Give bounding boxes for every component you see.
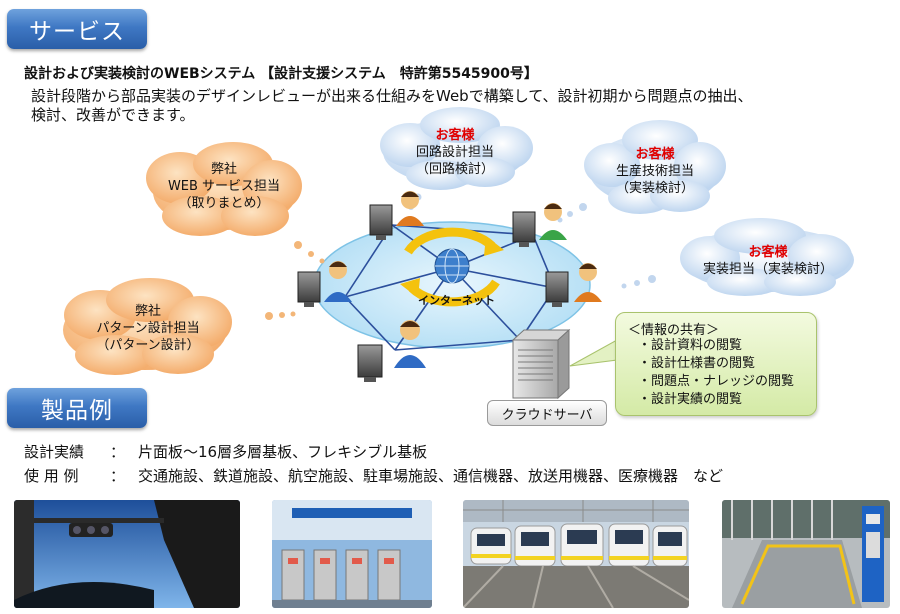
info-share-box: ＜情報の共有＞ 設計資料の閲覧 設計仕様書の閲覧 問題点・ナレッジの閲覧 設計実… — [615, 312, 817, 416]
record-value: 片面板～16層多層基板、フレキシブル基板 — [138, 443, 428, 461]
photo-trains — [463, 500, 689, 608]
cloud-task: （パターン設計） — [96, 338, 200, 353]
cloud-company-pattern-text: 弊社 パターン設計担当 （パターン設計） — [96, 303, 199, 354]
cloud-role: 生産技術担当 — [615, 164, 695, 179]
usage-label: 使 用 例 — [24, 467, 79, 485]
cloud-company-pattern — [63, 278, 232, 375]
cloud-org: お客様 — [635, 147, 675, 162]
usage-value: 交通施設、鉄道施設、航空施設、駐車場施設、通信機器、放送用機器、医療機器 など — [138, 467, 724, 485]
cloud-company-web-text: 弊社 WEB サービス担当 （取りまとめ） — [168, 161, 280, 212]
photo-parking — [722, 500, 890, 608]
photo-traffic-signal — [14, 500, 240, 608]
workstation-left — [297, 261, 352, 307]
record-sep: ： — [110, 443, 126, 461]
description-line-2: 検討、改善ができます。 — [31, 106, 195, 124]
cloud-role: パターン設計担当 — [96, 321, 200, 336]
info-share-item: 設計仕様書の閲覧 — [638, 355, 794, 373]
cloud-org: お客様 — [435, 128, 475, 143]
cloud-org: お客様 — [748, 245, 788, 260]
info-share-title: ＜情報の共有＞ — [628, 323, 720, 338]
products-badge: 製品例 — [7, 388, 147, 428]
workstation-bottom — [357, 320, 426, 382]
photo-ticket-gates — [272, 500, 432, 608]
cloud-role: 回路設計担当 — [415, 145, 495, 160]
cloud-customer-production-text: お客様 生産技術担当 （実装検討） — [616, 146, 694, 197]
system-heading: 設計および実装検討のWEBシステム 【設計支援システム 特許第5545900号】 — [24, 66, 538, 82]
cloud-role: WEB サービス担当 — [167, 179, 281, 194]
cloud-customer-production — [584, 120, 726, 214]
info-share-item: 設計資料の閲覧 — [638, 337, 794, 355]
callout-pointer — [569, 339, 618, 367]
info-share-item: 問題点・ナレッジの閲覧 — [638, 373, 794, 391]
cloud-company-web — [146, 142, 302, 236]
cloud-customer-circuit-text: お客様 回路設計担当 （回路検討） — [416, 127, 494, 178]
description-line-1: 設計段階から部品実装のデザインレビューが出来る仕組みをWebで構築して、設計初期… — [31, 87, 753, 105]
cloud-org: 弊社 — [134, 304, 162, 319]
globe-icon — [434, 248, 470, 284]
cloud-role: 実装担当（実装検討） — [702, 262, 834, 277]
cloud-task: （回路検討） — [415, 162, 495, 177]
cloud-task: （取りまとめ） — [178, 196, 270, 211]
service-badge: サービス — [7, 9, 147, 49]
usage-sep: ： — [110, 467, 126, 485]
workstation-top — [369, 191, 424, 240]
cloud-customer-circuit — [380, 107, 533, 190]
workstation-right-top — [512, 203, 567, 247]
server-icon — [511, 328, 571, 400]
cloud-server-label: クラウドサーバ — [487, 400, 607, 426]
workstation-right — [545, 263, 602, 307]
internet-label: インターネット — [418, 294, 495, 307]
cloud-customer-mount-text: お客様 実装担当（実装検討） — [703, 244, 833, 278]
cloud-customer-mount — [680, 218, 854, 296]
record-label: 設計実績 — [24, 443, 85, 461]
info-share-item: 設計実績の閲覧 — [638, 391, 794, 409]
cloud-task: （実装検討） — [615, 181, 695, 196]
cloud-org: 弊社 — [210, 162, 237, 177]
